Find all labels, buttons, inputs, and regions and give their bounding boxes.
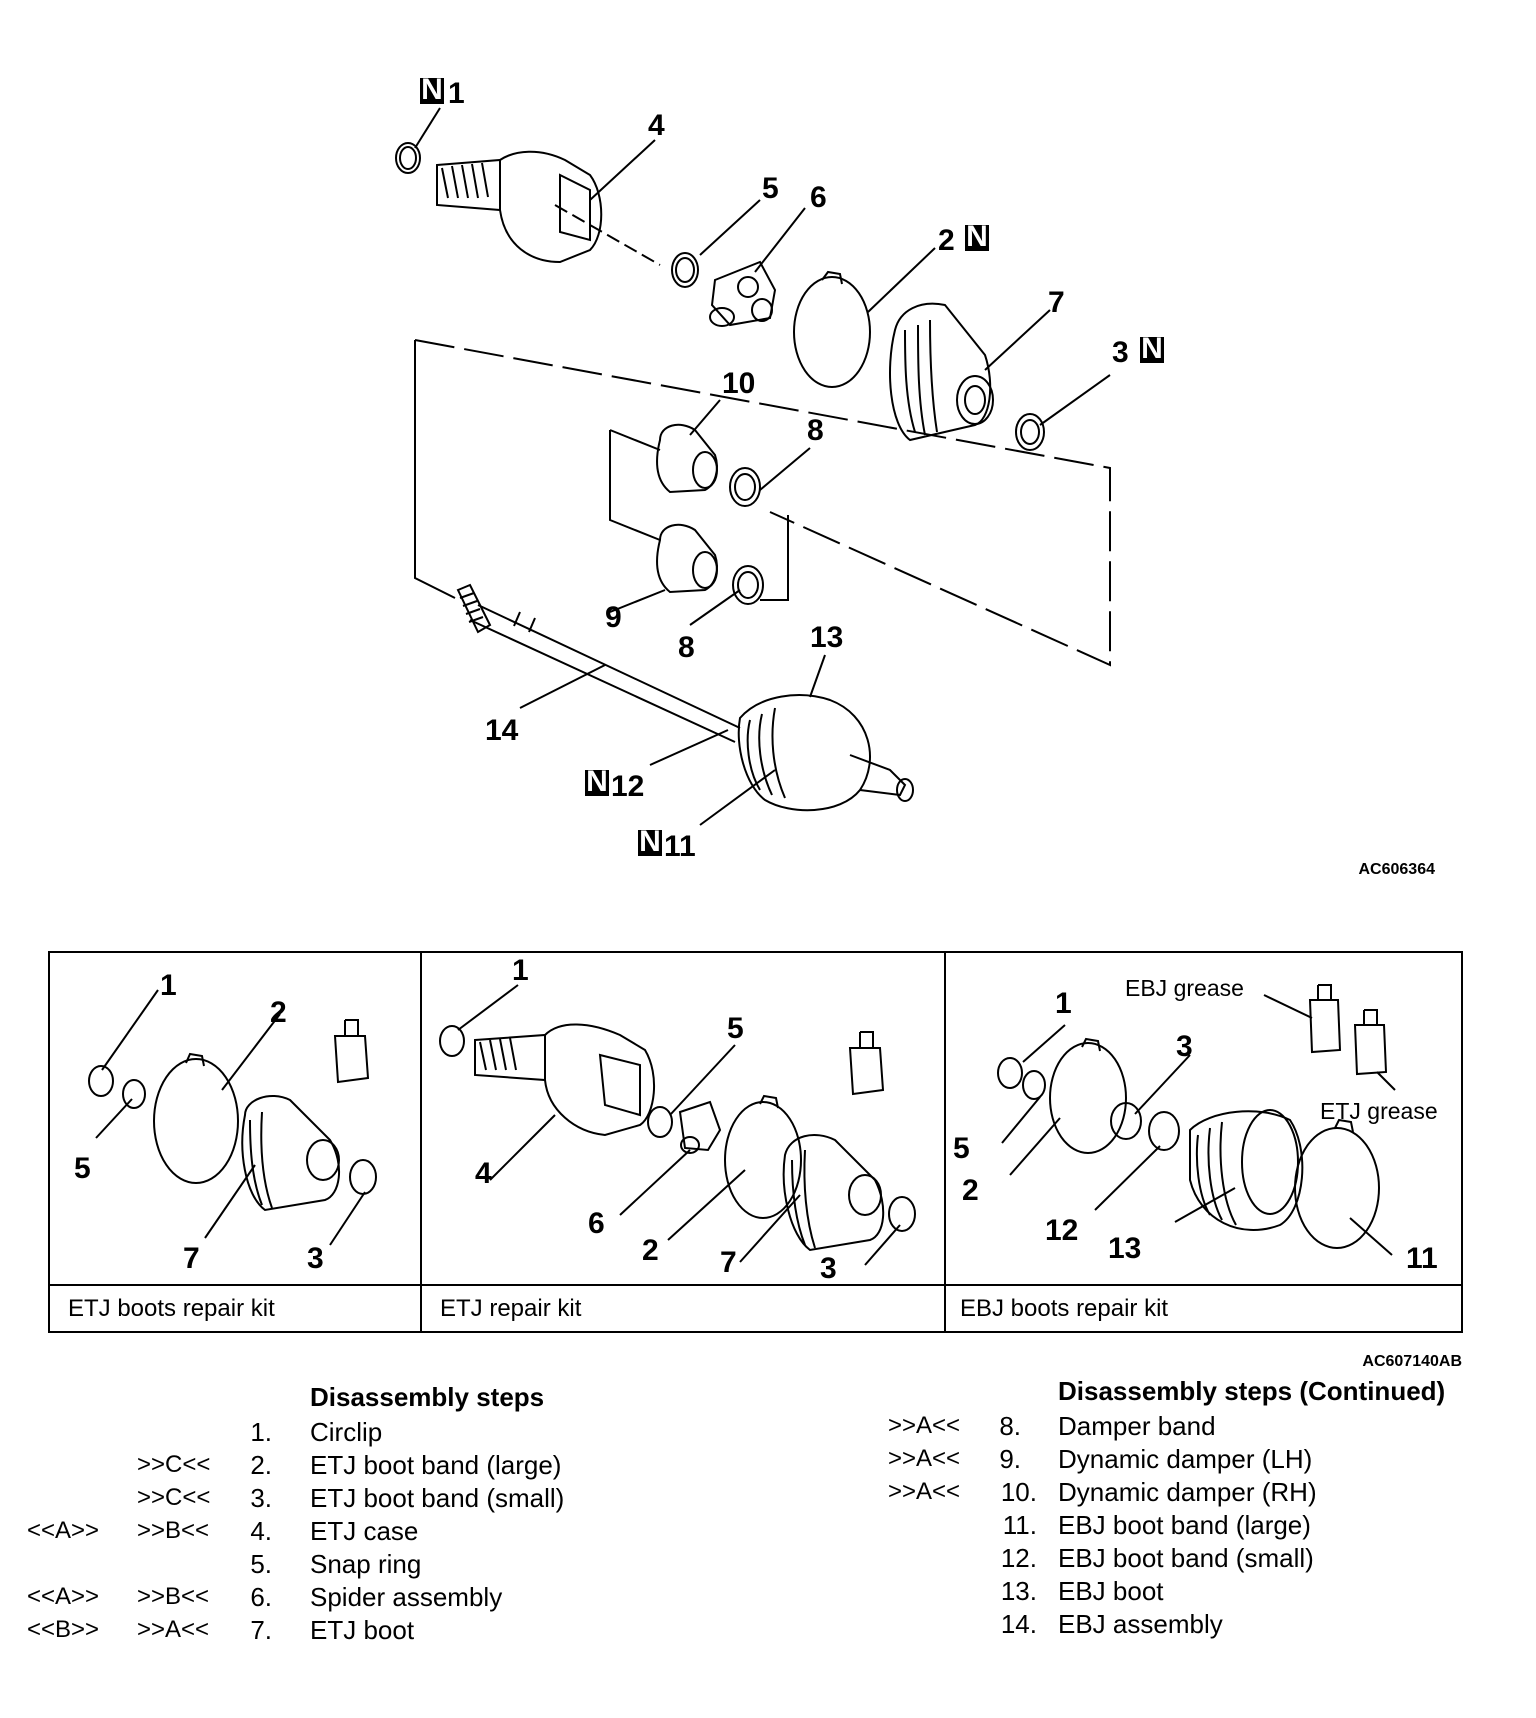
svg-text:7: 7 bbox=[720, 1246, 737, 1279]
figure-code-top: AC606364 bbox=[1359, 861, 1436, 878]
callout-13: 13 bbox=[810, 621, 843, 654]
part-etj-boot-band-small bbox=[1015, 413, 1045, 451]
callout-1: 1 bbox=[448, 77, 465, 110]
svg-text:N: N bbox=[421, 73, 443, 106]
kit-label-ebj-boots: EBJ boots repair kit bbox=[960, 1295, 1169, 1322]
svg-text:N: N bbox=[1141, 332, 1163, 365]
part-etj-boot bbox=[889, 302, 994, 442]
assembly-bracket-lines bbox=[414, 339, 1111, 667]
svg-text:1: 1 bbox=[512, 954, 529, 987]
part-ebj-assembly bbox=[456, 583, 914, 812]
svg-text:3: 3 bbox=[307, 1242, 324, 1275]
callout-7: 7 bbox=[1048, 286, 1065, 319]
svg-text:3: 3 bbox=[820, 1252, 837, 1285]
svg-text:1: 1 bbox=[1055, 987, 1072, 1020]
part-damper-band-lower bbox=[732, 565, 764, 605]
svg-text:2: 2 bbox=[962, 1174, 979, 1207]
callout-14: 14 bbox=[485, 714, 519, 747]
ebj-grease-label: EBJ grease bbox=[1125, 975, 1244, 1001]
callout-10: 10 bbox=[722, 367, 755, 400]
kit-etj-illustration bbox=[439, 984, 916, 1266]
n-marker-icon: N bbox=[638, 825, 662, 858]
svg-text:7: 7 bbox=[183, 1242, 200, 1275]
svg-text:5: 5 bbox=[74, 1152, 91, 1185]
svg-text:1: 1 bbox=[160, 969, 177, 1002]
n-marker-icon: N bbox=[1140, 332, 1164, 365]
svg-text:N: N bbox=[586, 765, 608, 798]
n-marker-icon: N bbox=[585, 765, 609, 798]
top-leader-lines bbox=[414, 107, 1111, 826]
callout-11: 11 bbox=[664, 830, 696, 863]
top-callouts: N 1 4 5 6 2 N 7 3 N 10 8 9 8 13 14 N 12 … bbox=[420, 73, 1435, 878]
svg-text:N: N bbox=[639, 825, 661, 858]
svg-text:11: 11 bbox=[1406, 1242, 1438, 1275]
callout-8: 8 bbox=[807, 414, 824, 447]
kit-etj-boots-illustration bbox=[88, 989, 377, 1246]
part-dynamic-damper-lh bbox=[656, 523, 718, 594]
svg-text:5: 5 bbox=[727, 1012, 744, 1045]
svg-text:4: 4 bbox=[475, 1157, 492, 1190]
part-circlip bbox=[395, 142, 421, 174]
svg-text:5: 5 bbox=[953, 1132, 970, 1165]
callout-8b: 8 bbox=[678, 631, 695, 664]
kit-ebj-boots-illustration bbox=[997, 984, 1396, 1256]
kit-label-etj-boots: ETJ boots repair kit bbox=[68, 1295, 275, 1322]
exploded-view bbox=[395, 142, 1111, 812]
svg-text:2: 2 bbox=[642, 1234, 659, 1267]
callout-3: 3 bbox=[1112, 336, 1129, 369]
kits-table-frame bbox=[48, 951, 1463, 1333]
etj-grease-label: ETJ grease bbox=[1320, 1098, 1438, 1124]
callout-2: 2 bbox=[938, 224, 955, 257]
n-marker-icon: N bbox=[420, 73, 444, 106]
callout-6: 6 bbox=[810, 181, 827, 214]
kit-callouts: 1 2 5 7 3 1 5 4 6 2 7 3 1 3 5 2 12 13 11… bbox=[74, 954, 1462, 1370]
svg-text:12: 12 bbox=[1045, 1214, 1078, 1247]
kit-label-etj: ETJ repair kit bbox=[440, 1295, 582, 1322]
svg-text:2: 2 bbox=[270, 996, 287, 1029]
figure-code-kits: AC607140AB bbox=[1362, 1353, 1462, 1370]
svg-text:N: N bbox=[966, 220, 988, 253]
svg-text:6: 6 bbox=[588, 1207, 605, 1240]
steps-title: Disassembly steps bbox=[310, 1382, 545, 1412]
part-etj-boot-band-large bbox=[793, 270, 871, 388]
part-spider-assembly bbox=[709, 260, 777, 327]
callout-9: 9 bbox=[605, 601, 622, 634]
callout-5: 5 bbox=[762, 172, 779, 205]
part-dynamic-damper-rh bbox=[656, 423, 718, 494]
part-snap-ring bbox=[671, 252, 699, 288]
svg-text:13: 13 bbox=[1108, 1232, 1141, 1265]
n-marker-icon: N bbox=[965, 220, 989, 253]
callout-12: 12 bbox=[611, 770, 644, 803]
part-damper-band-upper bbox=[729, 467, 761, 507]
svg-text:3: 3 bbox=[1176, 1030, 1193, 1063]
callout-4: 4 bbox=[648, 109, 665, 142]
steps-title-continued: Disassembly steps (Continued) bbox=[1058, 1376, 1446, 1406]
part-etj-case bbox=[436, 150, 661, 266]
